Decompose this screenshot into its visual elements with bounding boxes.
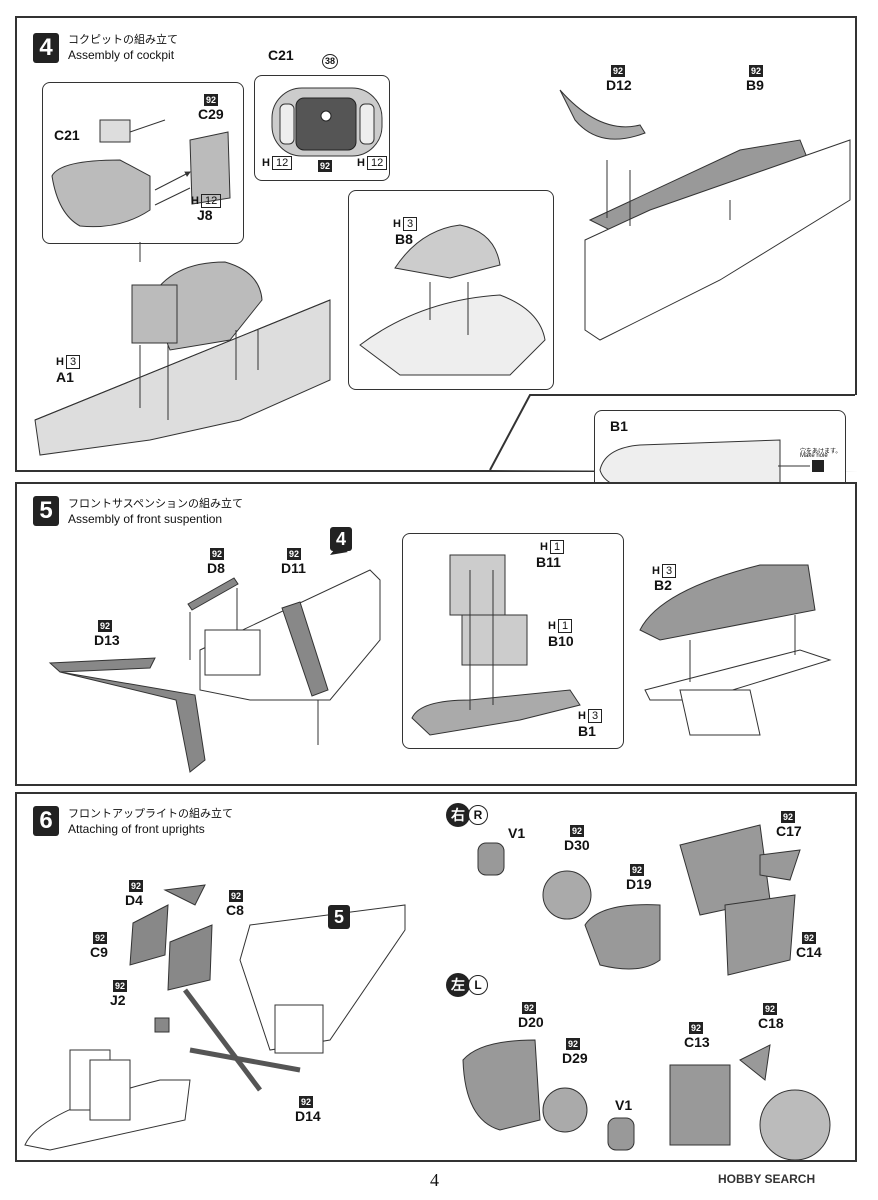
part-label-v1-right: V1 (508, 825, 526, 841)
part-label-j2: J2 (110, 992, 126, 1008)
tag-92-d29: 92 (566, 1038, 581, 1050)
part-label-b1-detail: B1 (610, 418, 628, 434)
part-label-b9: B9 (746, 77, 764, 93)
tag-92-d14: 92 (299, 1096, 314, 1108)
part-label-v1-left: V1 (615, 1097, 633, 1113)
part-label-j8: J8 (197, 207, 213, 223)
tag-92-c8: 92 (229, 890, 244, 902)
part-label-b2: B2 (654, 577, 672, 593)
hole-note-jp: 穴をあけます。 (800, 449, 842, 455)
part-label-c13: C13 (684, 1034, 710, 1050)
part-label-b11: B11 (536, 554, 561, 570)
tag-92-d4: 92 (129, 880, 144, 892)
tag-92-c13: 92 (689, 1022, 704, 1034)
step-4-number: 4 (33, 33, 59, 63)
part-label-b8: B8 (395, 231, 413, 247)
part-label-d20: D20 (518, 1014, 544, 1030)
watermark: HOBBY SEARCH (718, 1172, 816, 1186)
part-label-c21-wheel: C21 (268, 47, 294, 63)
tag-92-b9: 92 (749, 65, 764, 77)
step-6-title-jp: フロントアップライトの組み立て (68, 808, 233, 820)
tag-92-c29: 92 (204, 94, 219, 106)
tag-92-c9: 92 (93, 932, 108, 944)
tag-92-c14: 92 (802, 932, 817, 944)
tag-92-j2: 92 (113, 980, 128, 992)
part-label-d11: D11 (281, 560, 306, 576)
tag-92-d12: 92 (611, 65, 626, 77)
tag-92-d11: 92 (287, 548, 302, 560)
tag-92-wheel: 92 (318, 160, 333, 172)
step-5-title-jp: フロントサスペンションの組み立て (68, 498, 244, 510)
decal-38: 38 (322, 54, 339, 69)
part-label-d4: D4 (125, 892, 143, 908)
step-5-title-en: Assembly of front suspention (68, 512, 223, 526)
step-4-title-jp: コクピットの組み立て (68, 34, 178, 46)
part-label-c17: C17 (776, 823, 802, 839)
part-label-d13: D13 (94, 632, 120, 648)
part-label-c14: C14 (796, 944, 822, 960)
part-label-b1: B1 (578, 723, 596, 739)
part-label-d8: D8 (207, 560, 225, 576)
part-label-d29: D29 (562, 1050, 588, 1066)
tag-92-d30: 92 (570, 825, 585, 837)
tag-92-d13: 92 (98, 620, 113, 632)
right-side-label: 右 R (446, 803, 488, 827)
page-number: 4 (430, 1170, 439, 1190)
part-label-d14: D14 (295, 1108, 321, 1124)
tag-92-d20: 92 (522, 1002, 537, 1014)
part-label-c9: C9 (90, 944, 108, 960)
steering-wheel-drawing (271, 87, 383, 157)
part-label-d12: D12 (606, 77, 632, 93)
step-5-number: 5 (33, 496, 59, 526)
part-label-c8: C8 (226, 902, 244, 918)
part-label-a1: A1 (56, 369, 74, 385)
step-5-ref-4: 4 (330, 527, 352, 551)
part-label-b10: B10 (548, 633, 574, 649)
step-6-ref-5: 5 (328, 905, 350, 929)
left-side-label: 左 L (446, 973, 488, 997)
tag-92-d19: 92 (630, 864, 645, 876)
step-6-number: 6 (33, 806, 59, 836)
tag-92-c17: 92 (781, 811, 796, 823)
step-4-title-en: Assembly of cockpit (68, 48, 175, 62)
part-label-d19: D19 (626, 876, 652, 892)
tag-92-c18: 92 (763, 1003, 778, 1015)
hole-note-en: Make hole (800, 453, 828, 459)
step-6-title-en: Attaching of front uprights (68, 822, 205, 836)
tag-92-d8: 92 (210, 548, 225, 560)
part-label-c29: C29 (198, 106, 224, 122)
part-label-c21: C21 (54, 127, 80, 143)
part-label-c18: C18 (758, 1015, 784, 1031)
part-label-d30: D30 (564, 837, 590, 853)
